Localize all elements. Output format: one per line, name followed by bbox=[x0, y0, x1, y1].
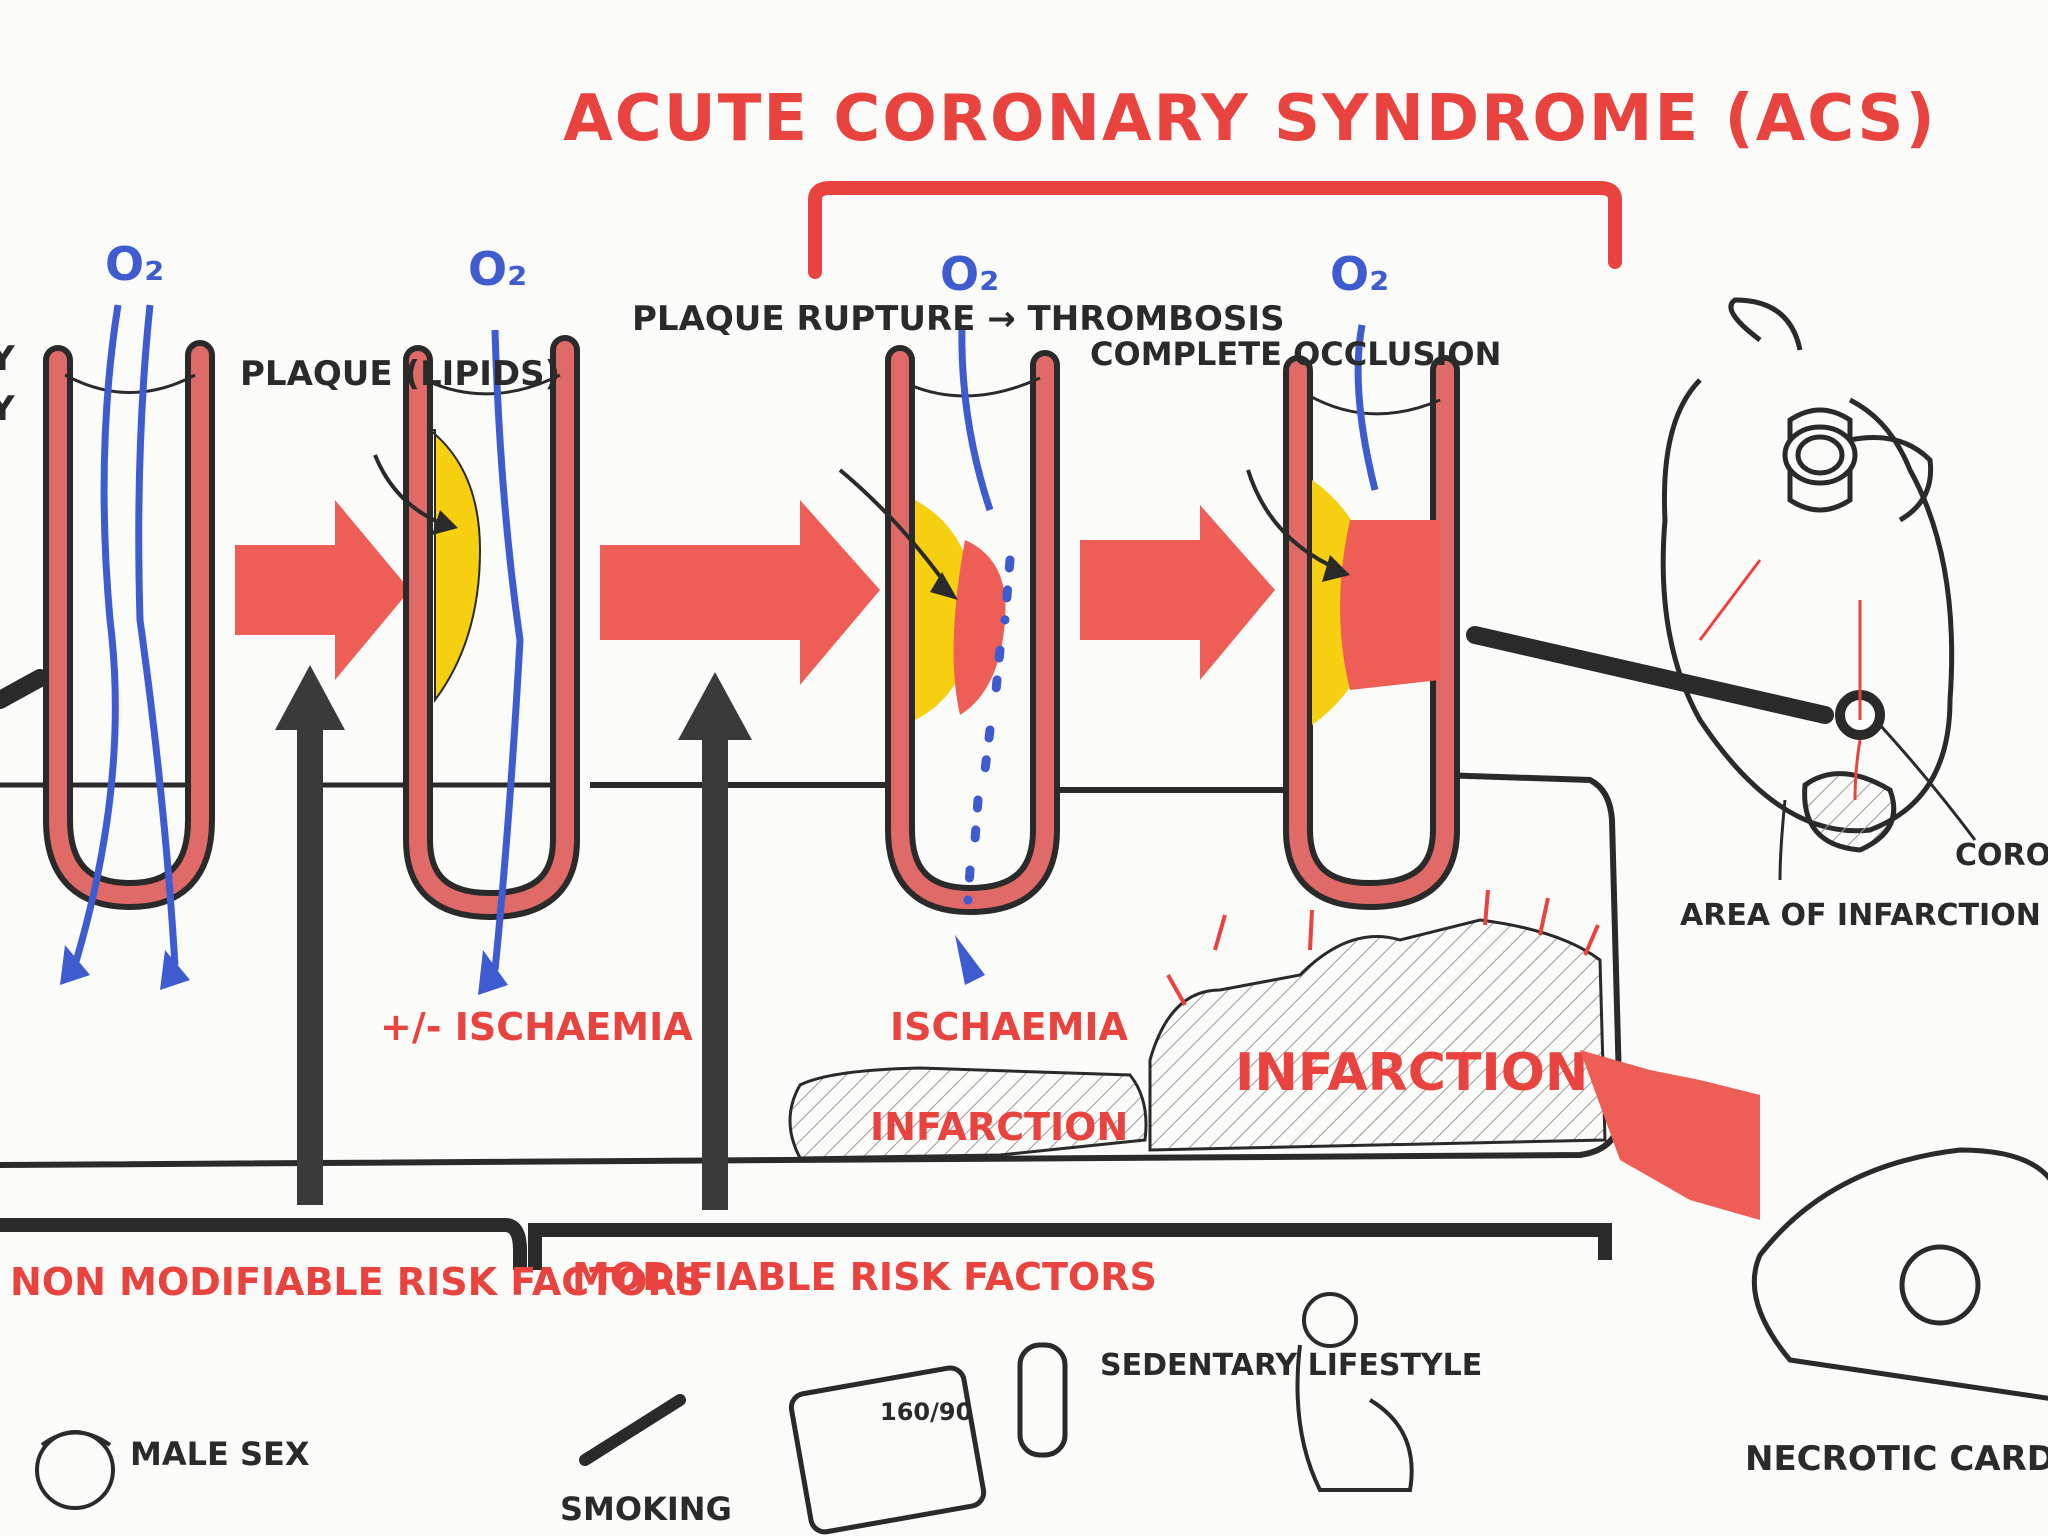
oxygen-label-1: O₂ bbox=[105, 237, 164, 291]
bp-reading: 160/90 bbox=[880, 1398, 972, 1426]
occlusion-label: COMPLETE OCCLUSION bbox=[1090, 335, 1501, 373]
male-face-icon bbox=[35, 1430, 115, 1510]
infarction-arrows bbox=[1166, 889, 1600, 1006]
progression-arrow-2 bbox=[600, 500, 880, 685]
plaque-pointer bbox=[373, 454, 446, 527]
rupture-pointer bbox=[838, 468, 952, 592]
modifiable-bracket bbox=[528, 1223, 1612, 1270]
non-modifiable-title: NON MODIFIABLE RISK FACTORS bbox=[10, 1260, 704, 1304]
modifiable-title: MODIFIABLE RISK FACTORS bbox=[572, 1255, 1157, 1299]
tissue-boundary bbox=[0, 772, 1624, 1168]
coronary-vessels bbox=[1698, 559, 1862, 801]
male-sex-label: MALE SEX bbox=[130, 1435, 310, 1473]
svg-text:Y: Y bbox=[0, 389, 15, 429]
occlusion-pointer bbox=[1246, 469, 1341, 572]
oxygen-label-3: O₂ bbox=[940, 247, 999, 301]
progression-arrow-1 bbox=[235, 500, 410, 680]
sitting-person-icon bbox=[1295, 1292, 1414, 1492]
necrotic-label: NECROTIC CARDIO bbox=[1745, 1439, 2048, 1479]
infarction-region-small bbox=[788, 1066, 1148, 1160]
ischaemia-label: ISCHAEMIA bbox=[890, 1005, 1129, 1049]
acs-bracket bbox=[808, 181, 1622, 279]
oxygen-label-2: O₂ bbox=[468, 242, 527, 296]
infarction-small-label: INFARCTION bbox=[870, 1105, 1128, 1149]
heart-connector-line bbox=[1466, 626, 1834, 724]
non-modifiable-bracket bbox=[0, 1218, 527, 1270]
vessel-healthy bbox=[43, 304, 215, 990]
cigarette-icon bbox=[579, 1394, 686, 1466]
infarction-region-large bbox=[1148, 918, 1607, 1152]
infarction-large-label: INFARCTION bbox=[1235, 1043, 1588, 1103]
area-of-infarction-label: AREA OF INFARCTION bbox=[1680, 898, 2041, 933]
rupture-label: PLAQUE RUPTURE → THROMBOSIS bbox=[632, 299, 1285, 339]
oxygen-label-4: O₂ bbox=[1330, 247, 1389, 301]
left-connector-line bbox=[0, 669, 49, 709]
bp-monitor-icon bbox=[788, 1342, 1068, 1535]
sedentary-label: SEDENTARY LIFESTYLE bbox=[1100, 1348, 1482, 1383]
vessel-rupture bbox=[885, 324, 1060, 985]
left-cutoff-text: Y bbox=[0, 339, 15, 379]
smoking-label: SMOKING bbox=[560, 1490, 732, 1528]
coronary-occlusion-label: CORONARY ARTERY OCCLUSION bbox=[1955, 838, 2048, 873]
ischaemia-pm-label: +/- ISCHAEMIA bbox=[380, 1005, 693, 1049]
necrosis-arrow bbox=[1580, 1050, 1760, 1220]
diagram-title: ACUTE CORONARY SYNDROME (ACS) bbox=[563, 82, 1936, 156]
plaque-label: PLAQUE (LIPIDS) bbox=[240, 354, 560, 394]
vessel-occlusion bbox=[1283, 324, 1460, 911]
vessel-plaque bbox=[403, 329, 580, 995]
progression-arrow-3 bbox=[1080, 505, 1275, 680]
heart-drawing bbox=[1660, 297, 1955, 853]
